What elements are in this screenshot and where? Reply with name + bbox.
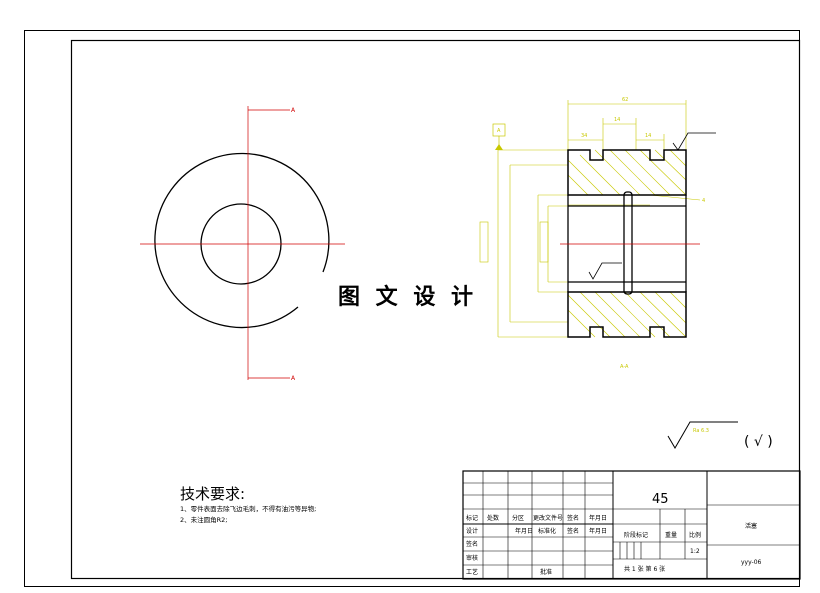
tech-requirements: 技术要求: 1、零件表面去除飞边毛刺，不得有油污等异物; 2、未注圆角R2; — [180, 485, 316, 524]
tb-design: 设计 — [466, 527, 478, 535]
watermark-bg — [330, 278, 482, 312]
outer-ring-arc — [154, 152, 330, 329]
dimension-lines — [497, 100, 701, 338]
tb-sheet-info: 共 1 张 第 6 张 — [624, 565, 665, 573]
tb-count: 处数 — [487, 514, 499, 522]
tb-design-date: 年月日 — [515, 527, 533, 535]
piston-upper-outline — [567, 149, 687, 196]
tb-approve: 批准 — [540, 568, 552, 576]
tb-mark: 标记 — [466, 514, 478, 522]
tb-scale: 1:2 — [690, 548, 700, 555]
section-view: 62 34 14 14 4 A A-A — [479, 97, 716, 370]
tb-date: 年月日 — [589, 514, 607, 522]
tb-checker: 签名 — [466, 540, 478, 548]
tb-standardize-sign: 签名 — [567, 527, 579, 535]
dim-overall-length: 62 — [622, 97, 628, 103]
title-block-text: 标记 处数 分区 更改文件号 签名 年月日 设计 年月日 标准化 签名 年月日 … — [466, 492, 762, 576]
drawing-frame — [70, 39, 801, 580]
tb-standardize-date: 年月日 — [589, 527, 607, 535]
piston-lower-outline — [567, 291, 687, 338]
dim-right-label: 4 — [702, 198, 705, 204]
dim-step-1: 34 — [581, 133, 587, 139]
general-roughness-value: Ra 6.3 — [693, 428, 709, 434]
section-view-label: A-A — [620, 364, 629, 370]
general-roughness-paren: ( √ ) — [744, 434, 773, 450]
tb-sign: 签名 — [567, 514, 579, 522]
tb-scale-label: 比例 — [689, 531, 701, 539]
section-label-bottom: A — [291, 375, 296, 382]
tb-stage-mark: 阶段标记 — [624, 531, 648, 539]
tolerance-frame-2 — [539, 221, 549, 263]
center-groove — [623, 191, 633, 295]
datum-letter: A — [497, 128, 501, 134]
tb-review: 审核 — [466, 554, 478, 562]
tb-weight: 重量 — [665, 531, 677, 539]
tb-part-name: 活塞 — [745, 522, 757, 530]
dim-step-3: 14 — [645, 133, 651, 139]
roughness-symbol-top — [672, 132, 716, 151]
datum-triangle — [495, 144, 503, 150]
tb-change-doc: 更改文件号 — [533, 514, 563, 522]
tech-req-item-2: 2、未注圆角R2; — [180, 515, 227, 524]
tb-drawing-no: yyy-06 — [741, 559, 762, 566]
dim-step-2: 14 — [614, 117, 620, 123]
general-roughness: Ra 6.3 ( √ ) — [667, 421, 773, 450]
title-block — [462, 470, 801, 580]
section-label-top: A — [291, 107, 296, 114]
tech-req-item-1: 1、零件表面去除飞边毛刺，不得有油污等异物; — [180, 504, 316, 513]
tb-zone: 分区 — [512, 514, 524, 522]
tolerance-frame-1 — [479, 221, 489, 263]
tech-req-title: 技术要求: — [180, 485, 245, 503]
roughness-symbol-inner — [588, 262, 622, 280]
tb-standardize: 标准化 — [538, 527, 556, 535]
tb-process: 工艺 — [466, 568, 478, 576]
watermark-text: 图 文 设 计 — [338, 284, 477, 310]
tb-material: 45 — [652, 492, 669, 507]
end-view: A A — [140, 106, 345, 382]
